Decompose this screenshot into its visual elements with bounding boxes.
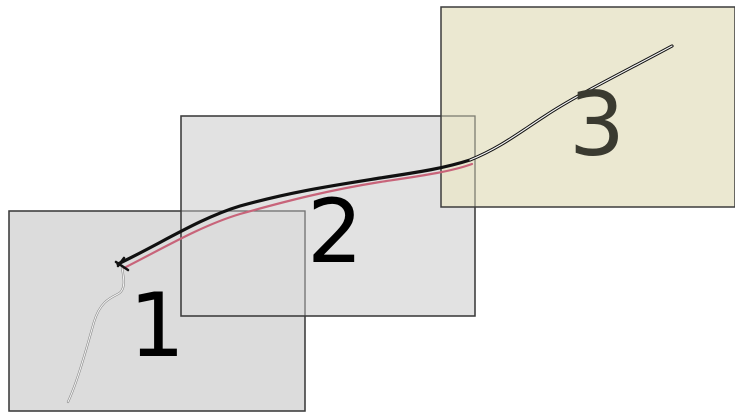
trace-line xyxy=(66,44,674,404)
trace-red-line xyxy=(122,162,474,270)
panel-1-outline xyxy=(8,210,306,412)
panel-2-outline xyxy=(180,115,476,317)
trace-tail-highlight xyxy=(67,267,125,403)
panel-3-label: 3 xyxy=(569,73,625,176)
panel-2 xyxy=(180,115,476,317)
panel-1-label: 1 xyxy=(129,274,185,377)
panel-2-label: 2 xyxy=(307,180,363,283)
panel-3 xyxy=(440,6,735,208)
trace-highlight xyxy=(469,45,673,161)
trace-hook xyxy=(114,256,130,272)
